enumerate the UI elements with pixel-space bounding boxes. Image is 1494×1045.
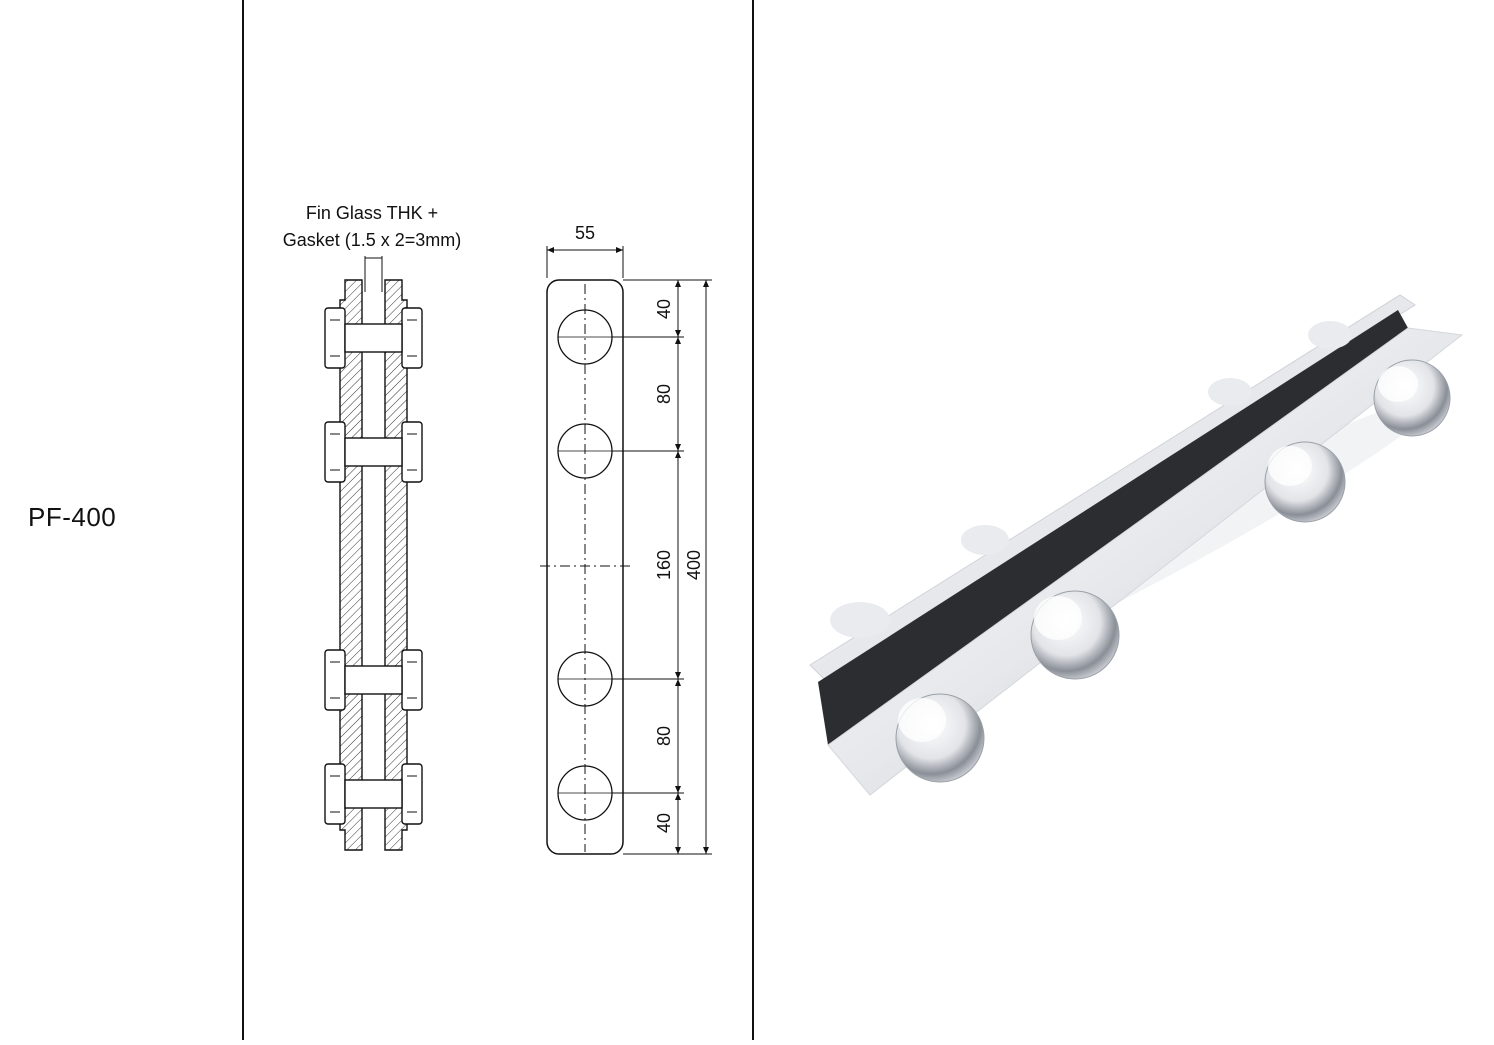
drawing-column: Fin Glass THK + Gasket (1.5 x 2=3mm): [243, 0, 753, 1040]
product-photo: [753, 0, 1494, 1040]
fin-glass-label-1: Fin Glass THK +: [306, 203, 438, 223]
dim-160: 160: [654, 550, 674, 580]
model-code: PF-400: [28, 502, 117, 532]
model-column: PF-400: [0, 0, 243, 1040]
column-divider-right: [752, 0, 754, 1040]
bolt-3: [324, 649, 423, 711]
column-divider-left: [242, 0, 244, 1040]
width-dimension: 55: [546, 223, 624, 278]
fitting-illustration: [809, 294, 1464, 796]
technical-drawing: Fin Glass THK + Gasket (1.5 x 2=3mm): [283, 203, 712, 855]
vertical-dimensions: 40 80 160 80 40 400: [612, 279, 712, 855]
bolt-cap-icon-2: [1030, 590, 1120, 680]
bolt-2: [324, 421, 423, 483]
section-view: [324, 279, 423, 851]
width-dim-text: 55: [575, 223, 595, 243]
dim-80-bottom: 80: [654, 726, 674, 746]
dim-40-top: 40: [654, 299, 674, 319]
front-view: [540, 279, 632, 855]
dim-400-total: 400: [684, 550, 704, 580]
gasket-icon: [818, 310, 1408, 745]
fin-glass-label-2: Gasket (1.5 x 2=3mm): [283, 230, 462, 250]
bolt-cap-icon-1: [895, 693, 985, 783]
bolt-cap-icon-4: [1373, 359, 1451, 437]
bolt-1: [324, 307, 423, 369]
dim-80-top: 80: [654, 384, 674, 404]
dim-40-bottom: 40: [654, 813, 674, 833]
bolt-4: [324, 763, 423, 825]
bolt-cap-icon-3: [1264, 441, 1346, 523]
